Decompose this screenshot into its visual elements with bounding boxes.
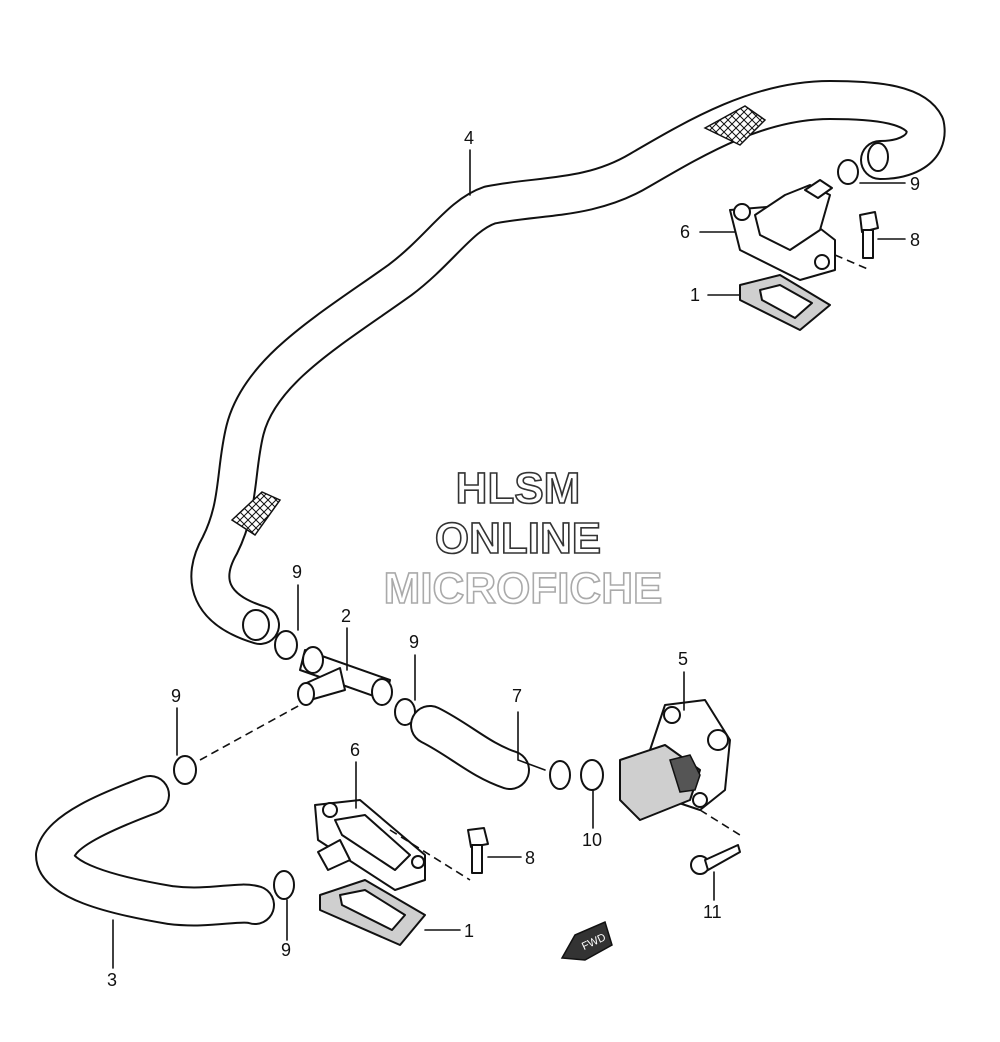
callout-9-lower-left: 9: [171, 686, 181, 706]
bolt-upper: [859, 211, 879, 259]
reed-valve-cover-lower: [314, 799, 426, 891]
callout-1-upper: 1: [690, 285, 700, 305]
hose-part-7: [410, 705, 530, 790]
callout-6-upper: 6: [680, 222, 690, 242]
callout-3: 3: [107, 970, 117, 990]
callout-5: 5: [678, 649, 688, 669]
callout-8-lower: 8: [525, 848, 535, 868]
valve-part-5: [619, 699, 731, 821]
callout-8-upper: 8: [910, 230, 920, 250]
callout-7: 7: [512, 686, 522, 706]
t-joint-part-2: [297, 646, 393, 706]
hose-clamp-left-top: [274, 630, 298, 660]
leader-lines: [112, 149, 906, 969]
fwd-arrow: FWD: [560, 920, 613, 961]
hose-part-3: [35, 775, 275, 927]
hose-clamp-bottom: [273, 870, 295, 900]
reed-valve-lower: [319, 879, 426, 946]
reed-valve-cover-upper: [729, 179, 836, 281]
callout-6-lower: 6: [350, 740, 360, 760]
callout-11: 11: [703, 902, 722, 922]
watermark-line-1: HLSM: [456, 464, 581, 513]
bolt-lower: [467, 827, 489, 874]
callout-9-bottom: 9: [281, 940, 291, 960]
hose-clamp-lower-left: [173, 755, 197, 785]
callout-9-left-top: 9: [292, 562, 302, 582]
callout-4: 4: [464, 128, 474, 148]
reed-valve-upper: [739, 274, 831, 331]
long-hose-part-4: [190, 80, 946, 645]
hose-clamp-part-7: [549, 760, 571, 790]
callout-9-upper: 9: [910, 174, 920, 194]
callout-2: 2: [341, 606, 351, 626]
callout-10: 10: [582, 830, 602, 850]
hose-clamp-part-10: [580, 759, 604, 791]
watermark-line-2: ONLINE: [435, 514, 601, 563]
callout-1-lower: 1: [464, 921, 474, 941]
screw-part-11: [690, 844, 741, 875]
watermark-line-3: MICROFICHE: [384, 564, 663, 613]
hose-clamp-upper: [837, 159, 859, 185]
callout-9-joint-right: 9: [409, 632, 419, 652]
